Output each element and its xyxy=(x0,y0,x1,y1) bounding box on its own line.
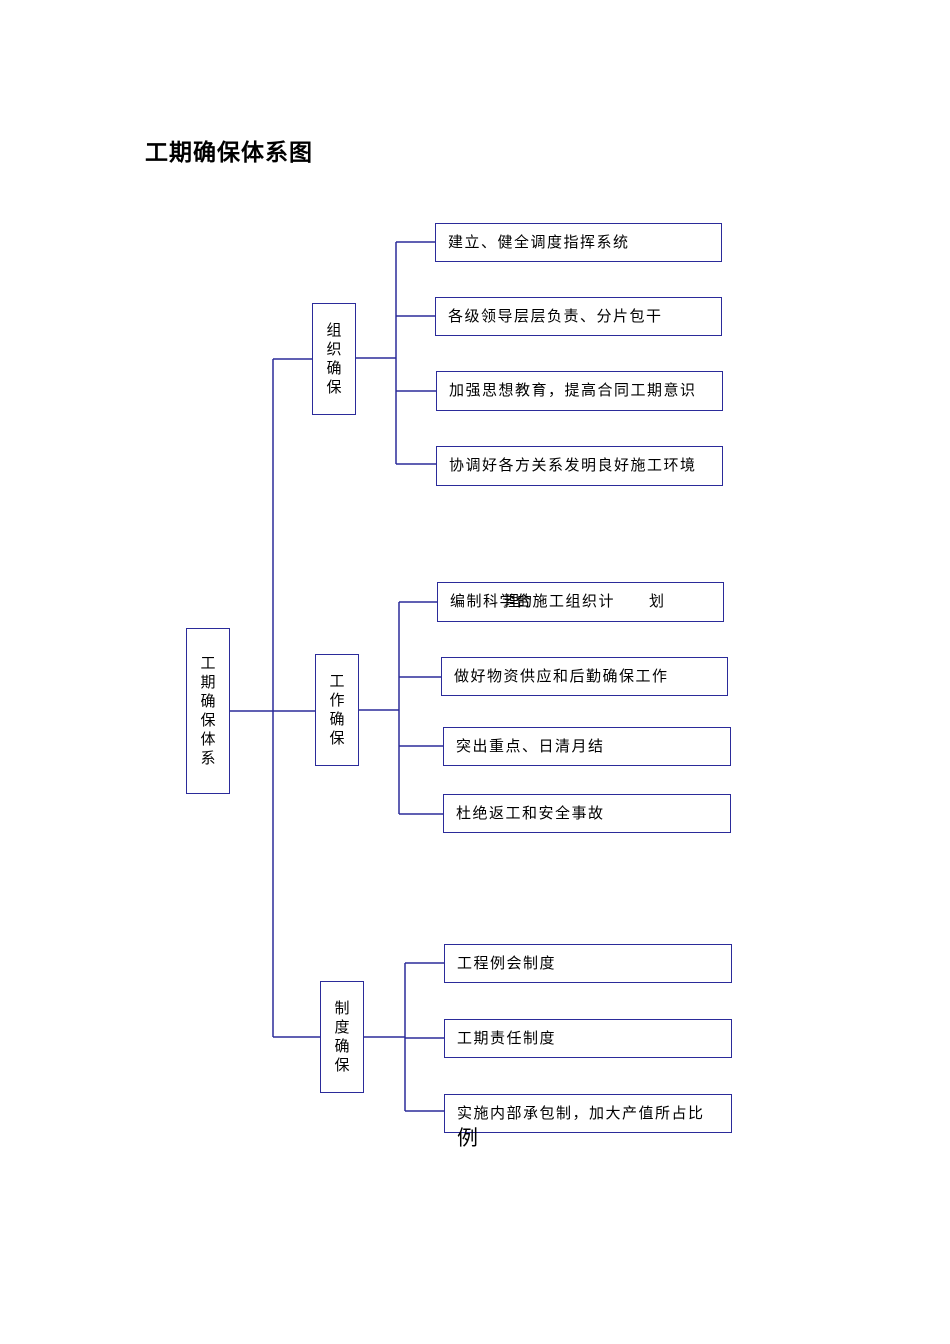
group-box-system: 制 度 确 保 xyxy=(320,981,364,1093)
group-char: 织 xyxy=(326,340,342,358)
group-char: 保 xyxy=(329,729,345,747)
leaf-text: 各级领导层层负责、分片包干 xyxy=(448,307,663,325)
group-char: 确 xyxy=(326,359,342,377)
group-char: 组 xyxy=(326,321,342,339)
leaf-text: 突出重点、日清月结 xyxy=(456,737,605,755)
leaf-text: 协调好各方关系发明良好施工环境 xyxy=(449,456,697,474)
group-char: 制 xyxy=(334,999,350,1017)
group-char: 保 xyxy=(334,1056,350,1074)
group-char: 工 xyxy=(329,672,345,690)
leaf-box: 做好物资供应和后勤确保工作 xyxy=(441,657,728,696)
leaf-text-tail: 施工组织计 xyxy=(532,592,616,610)
group-char: 确 xyxy=(334,1037,350,1055)
leaf-text: 建立、健全调度指挥系统 xyxy=(448,233,630,251)
root-char: 体 xyxy=(200,730,216,748)
leaf-box: 突出重点、日清月结 xyxy=(443,727,731,766)
leaf-text: 工程例会制度 xyxy=(457,954,557,972)
leaf-box: 编制科学合施工组织计 划 理的 xyxy=(437,582,724,622)
leaf-box: 加强思想教育，提高合同工期意识 xyxy=(436,371,723,411)
group-char: 作 xyxy=(329,691,345,709)
leaf-text: 做好物资供应和后勤确保工作 xyxy=(454,667,669,685)
leaf-text: 实施内部承包制，加大产值所占比 xyxy=(457,1104,705,1122)
group-char: 确 xyxy=(329,710,345,728)
group-char: 保 xyxy=(326,378,342,396)
leaf-text: 工期责任制度 xyxy=(457,1029,557,1047)
leaf-text-tail: 划 xyxy=(649,592,666,610)
page-title: 工期确保体系图 xyxy=(145,140,313,166)
leaf-box: 实施内部承包制，加大产值所占比 xyxy=(444,1094,732,1133)
root-char: 保 xyxy=(200,711,216,729)
leaf-text-overlay: 理的 xyxy=(504,592,532,610)
leaf-text: 编制科学合 xyxy=(450,592,533,610)
root-box: 工 期 确 保 体 系 xyxy=(186,628,230,794)
leaf-box: 工程例会制度 xyxy=(444,944,732,983)
leaf-box: 协调好各方关系发明良好施工环境 xyxy=(436,446,723,486)
leaf-box: 建立、健全调度指挥系统 xyxy=(435,223,722,262)
root-char: 期 xyxy=(200,673,216,691)
leaf-box: 各级领导层层负责、分片包干 xyxy=(435,297,722,336)
root-char: 系 xyxy=(200,749,216,767)
group-char: 度 xyxy=(334,1018,350,1036)
group-box-organization: 组 织 确 保 xyxy=(312,303,356,415)
leaf-box: 工期责任制度 xyxy=(444,1019,732,1058)
root-char: 工 xyxy=(200,654,216,672)
root-char: 确 xyxy=(200,692,216,710)
leaf-text: 杜绝返工和安全事故 xyxy=(456,804,605,822)
group-box-work: 工 作 确 保 xyxy=(315,654,359,766)
leaf-box: 杜绝返工和安全事故 xyxy=(443,794,731,833)
leaf-text: 加强思想教育，提高合同工期意识 xyxy=(449,381,697,399)
leaf-overflow-text: 例 xyxy=(457,1126,478,1150)
